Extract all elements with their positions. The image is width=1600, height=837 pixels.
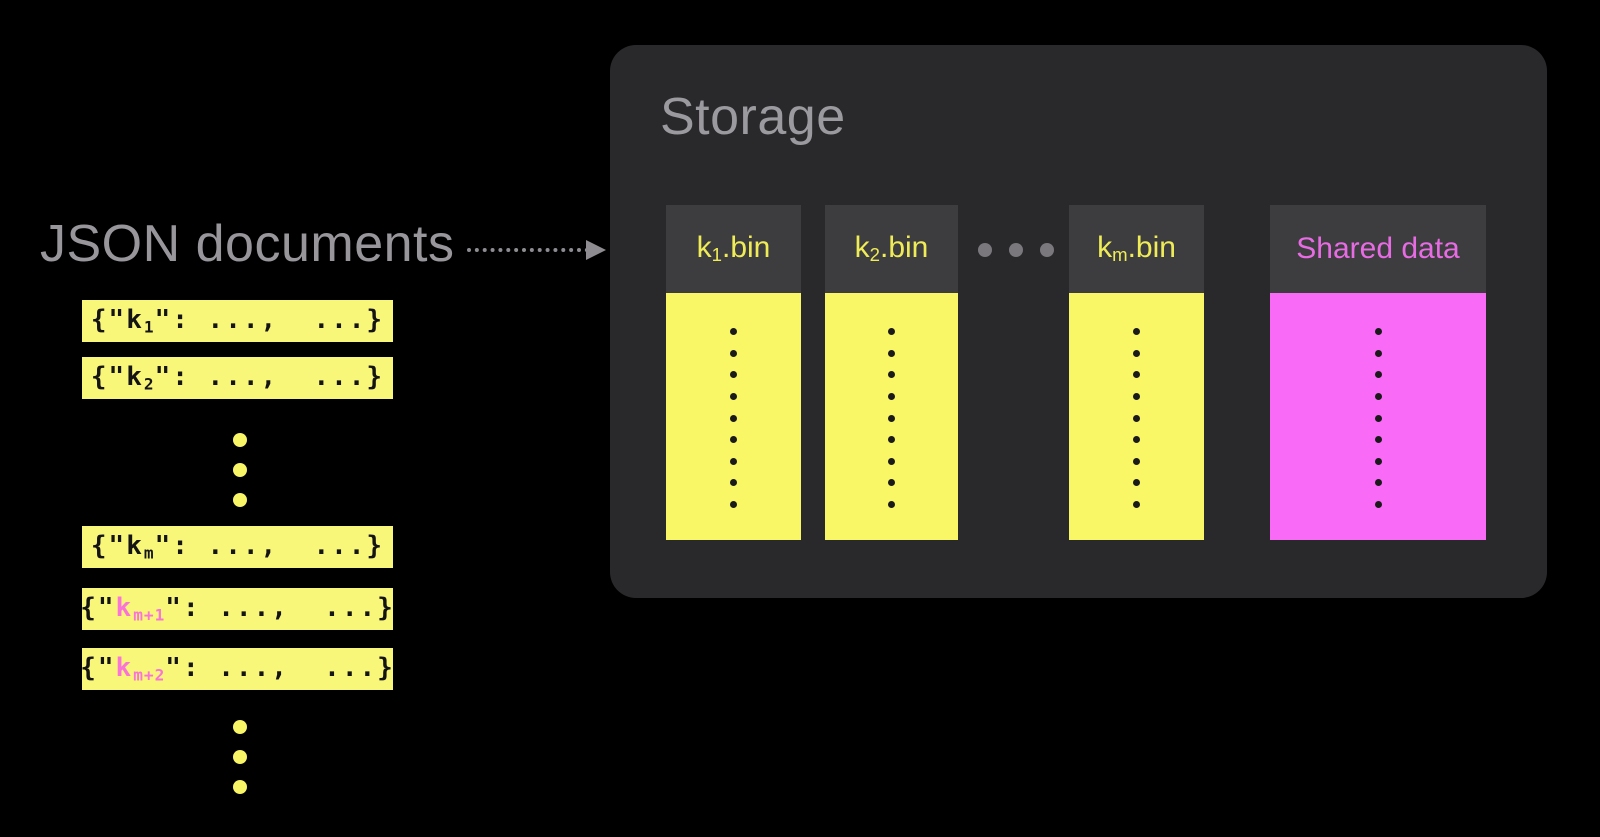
dot [1374,479,1382,487]
left-ellipsis-upper [233,425,247,515]
dot [730,501,737,509]
bin-header: k2.bin [825,205,958,293]
dot [888,328,895,336]
json-doc-bar-km2: {"km+2": ..., ...} [80,648,395,690]
dot [1374,371,1382,379]
dot [1133,328,1140,336]
dot [730,393,737,401]
doc-key-subscript: 2 [143,374,155,394]
dot [1374,414,1382,422]
json-doc-bar-k1: {"k1": ..., ...} [82,300,393,342]
dot [1133,479,1140,487]
dot [233,780,247,794]
dot [730,436,737,444]
dot [1374,393,1382,401]
bin-filename: k1.bin [696,231,771,266]
shared-header: Shared data [1270,205,1486,293]
left-ellipsis-lower [233,712,247,802]
doc-key-subscript: 1 [143,317,155,337]
dot [730,457,737,465]
shared-data-label: Shared data [1296,232,1460,265]
arrow-dotted-line [467,248,589,252]
dot [888,436,895,444]
dot [888,457,895,465]
dot [233,433,247,447]
dot [1133,349,1140,357]
dot [888,414,895,422]
storage-column-shared: Shared data [1270,205,1486,540]
bin-filename: k2.bin [854,231,929,266]
dot [1009,243,1023,257]
bin-body [825,293,958,540]
dot [1133,414,1140,422]
dot [888,393,895,401]
dot [1133,393,1140,401]
json-documents-label: JSON documents [40,215,455,273]
dot [888,501,895,509]
storage-column-km: km.bin [1069,205,1204,540]
bin-body [1069,293,1204,540]
doc-key-subscript: m [143,543,155,563]
bin-header: k1.bin [666,205,801,293]
dot [978,243,992,257]
dot [1374,501,1382,509]
dot [888,349,895,357]
doc-key: k [126,304,144,335]
storage-ellipsis [978,243,1054,257]
doc-key: k [126,361,144,392]
storage-title: Storage [660,88,846,146]
dot [1040,243,1054,257]
bin-subscript: m [1112,244,1128,266]
dot [1374,457,1382,465]
dot [888,371,895,379]
bin-subscript: 1 [711,244,722,266]
doc-code-text: {"km+1": ..., ...} [80,592,395,625]
bin-filename: km.bin [1097,231,1176,266]
dot [233,720,247,734]
doc-code-text: {"k2": ..., ...} [90,361,385,394]
dot [1374,436,1382,444]
bin-body [666,293,801,540]
dot [888,479,895,487]
dot [1133,501,1140,509]
storage-panel: Storage k1.bin k2.bin km.bin Shared data [610,45,1547,598]
dot [730,479,737,487]
dot [730,414,737,422]
storage-column-k2: k2.bin [825,205,958,540]
doc-key-highlighted: k [115,652,134,683]
doc-code-text: {"k1": ..., ...} [90,304,385,337]
doc-key-subscript: m+1 [133,605,166,625]
dot [730,328,737,336]
doc-key-highlighted: k [115,592,134,623]
dot [1133,436,1140,444]
json-doc-bar-km: {"km": ..., ...} [82,526,393,568]
dot [233,493,247,507]
storage-column-k1: k1.bin [666,205,801,540]
json-doc-bar-km1: {"km+1": ..., ...} [80,588,395,630]
arrow-head-icon [586,240,606,260]
doc-key-subscript: m+2 [133,665,166,685]
dot [233,463,247,477]
dot [730,349,737,357]
dot [1133,457,1140,465]
dot [730,371,737,379]
shared-body [1270,293,1486,540]
dot [233,750,247,764]
dot [1133,371,1140,379]
doc-code-text: {"km+2": ..., ...} [80,652,395,685]
dot [1374,349,1382,357]
bin-header: km.bin [1069,205,1204,293]
json-doc-bar-k2: {"k2": ..., ...} [82,357,393,399]
doc-key: k [126,530,144,561]
dot [1374,328,1382,336]
doc-code-text: {"km": ..., ...} [90,530,385,563]
bin-subscript: 2 [869,244,880,266]
